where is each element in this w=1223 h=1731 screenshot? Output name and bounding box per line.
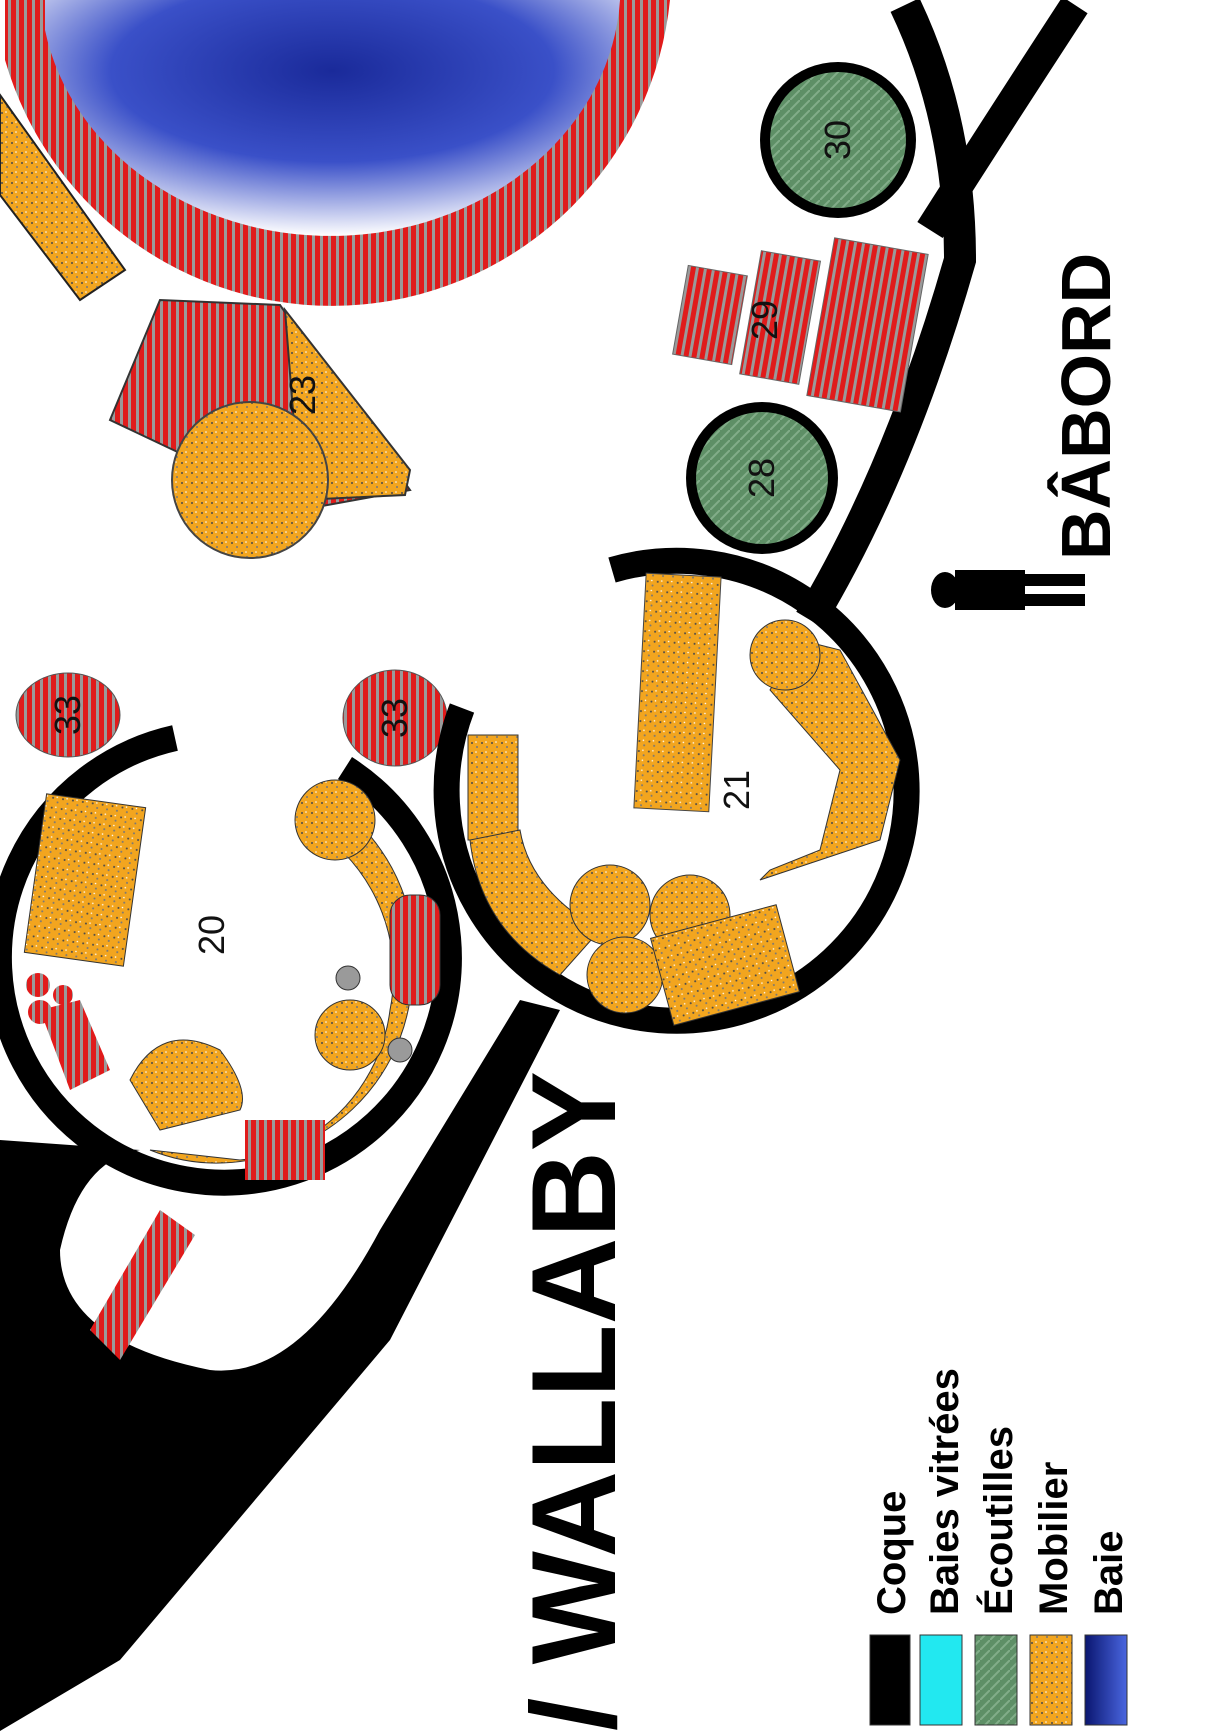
zone-20: 20 xyxy=(0,725,462,1196)
zone-21-side-table xyxy=(467,734,519,841)
pool-area xyxy=(0,0,670,306)
zone-29: 29 xyxy=(672,237,929,413)
legend: Coque Baies vitrées Écoutilles Mobilier … xyxy=(869,1368,1131,1726)
zone-21-table xyxy=(633,572,722,813)
zone-21-pouf-3 xyxy=(586,936,664,1014)
zone-21-wall xyxy=(433,547,920,1034)
page-title: / WALLABY xyxy=(507,1071,641,1731)
pool-bench xyxy=(0,93,127,302)
zone-20-post xyxy=(335,965,361,991)
zone-20-pouf-2 xyxy=(314,999,386,1071)
zone-23-label: 23 xyxy=(282,375,323,415)
zone-30: 30 xyxy=(760,62,916,218)
legend-label-water: Baie xyxy=(1087,1531,1131,1616)
zone-21-label: 21 xyxy=(716,770,757,810)
hull-curve-right-2 xyxy=(917,0,1088,239)
zone-21-sofa-top xyxy=(469,829,601,976)
zone-23-table xyxy=(171,401,329,559)
zone-20-post-2 xyxy=(387,1037,413,1063)
legend-swatch-hull xyxy=(869,1634,911,1726)
zone-20-chaise xyxy=(129,1039,243,1131)
zone-20-ball-2 xyxy=(28,1000,52,1024)
zone-29-mat-3 xyxy=(806,237,929,413)
zone-21-pouf-4 xyxy=(749,619,821,691)
zone-30-hatch xyxy=(770,72,906,208)
legend-swatch-hatches xyxy=(974,1634,1018,1726)
legend-swatch-furniture xyxy=(1029,1634,1073,1726)
zone-28: 28 xyxy=(686,402,838,554)
hull-curve-right xyxy=(796,0,977,629)
hull-lines xyxy=(0,0,1088,1731)
zone-33a: 33 xyxy=(15,672,121,758)
legend-item-hull: Coque xyxy=(869,1491,914,1726)
zone-33a-pad xyxy=(15,672,121,758)
legend-label-furniture: Mobilier xyxy=(1032,1462,1076,1615)
zone-20-label: 20 xyxy=(191,915,232,955)
legend-item-furniture: Mobilier xyxy=(1029,1462,1076,1726)
zone-29-mat-1 xyxy=(672,264,748,366)
zone-20-ball-1 xyxy=(26,973,50,997)
zone-21-sofa-bottom xyxy=(649,904,801,1026)
zone-21: 21 xyxy=(433,547,920,1034)
zone-33b-label: 33 xyxy=(374,698,415,738)
zone-29-mat-2 xyxy=(739,250,822,385)
zone-20-table xyxy=(23,793,147,967)
zone-20-cushion-2 xyxy=(245,1120,325,1180)
legend-label-hatches: Écoutilles xyxy=(976,1426,1021,1615)
zone-23: 23 xyxy=(108,298,412,559)
zone-20-wall xyxy=(0,725,462,1196)
zone-20-ball-3 xyxy=(53,985,73,1005)
person-silhouette-icon xyxy=(931,570,1085,610)
zone-20-side-cushion xyxy=(40,1000,110,1090)
zone-30-label: 30 xyxy=(817,120,858,160)
hull-bow-mid xyxy=(0,1000,560,1731)
zone-20-pouf xyxy=(294,779,376,861)
zone-29-label: 29 xyxy=(744,300,785,340)
legend-label-glass: Baies vitrées xyxy=(923,1368,967,1615)
side-label: BÂBORD xyxy=(1046,253,1125,560)
legend-swatch-glass xyxy=(919,1634,963,1726)
zone-21-pouf-1 xyxy=(569,864,651,946)
zone-28-hatch xyxy=(696,412,828,544)
legend-item-glass: Baies vitrées xyxy=(919,1368,967,1726)
legend-item-water: Baie xyxy=(1084,1531,1131,1726)
legend-swatch-water xyxy=(1084,1634,1128,1726)
zone-20-cushion xyxy=(389,894,441,1006)
legend-item-hatches: Écoutilles xyxy=(974,1426,1021,1726)
zone-33b: 33 xyxy=(342,669,448,767)
zone-33a-label: 33 xyxy=(47,695,88,735)
zone-28-label: 28 xyxy=(741,458,782,498)
legend-label-hull: Coque xyxy=(870,1491,914,1615)
pool-water xyxy=(45,0,620,236)
bow-cushion xyxy=(90,1210,195,1360)
